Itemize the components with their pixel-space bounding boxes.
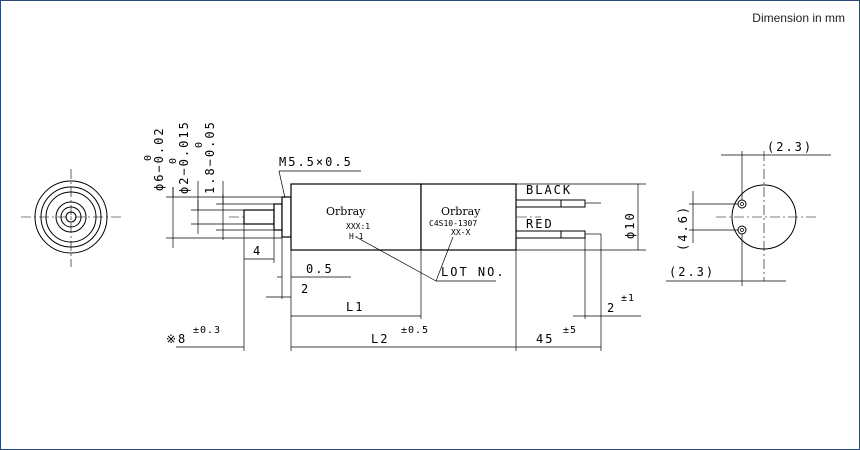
right-end-view: (2.3) (2.3) (4.6) (666, 140, 831, 286)
label-dia6-upper: 0 (143, 154, 154, 161)
thread-flange (281, 196, 292, 238)
label-d4: 4 (253, 244, 262, 258)
label-red: RED (526, 217, 554, 231)
label-d8: ※8 (166, 332, 187, 346)
thread-callout: M5.5×0.5 (278, 155, 361, 199)
label-lot: LOT NO. (441, 265, 506, 279)
lot-callout: LOT NO. (355, 236, 506, 282)
side-view: Orbray XXX:1 H-1 Orbray C4S10-1307 XX-X … (229, 183, 601, 251)
code-left-2: H-1 (349, 232, 364, 241)
label-d2r: 2 (607, 301, 616, 315)
red-lead-sleeve (560, 230, 586, 239)
label-dia2: ϕ2−0.015 (177, 120, 191, 194)
label-dia6: ϕ6−0.02 (152, 126, 166, 191)
label-thread: M5.5×0.5 (279, 155, 353, 169)
label-len18-upper: 0 (194, 141, 205, 148)
brand-left: Orbray (326, 205, 366, 218)
horizontal-dims: 4 0.5 2 L1 L2 ±0.5 ※8 ±0.3 45 ±5 (166, 224, 641, 351)
unit-note: Dimension in mm (752, 11, 845, 25)
label-len18: 1.8−0.05 (203, 120, 217, 194)
label-d46: (4.6) (676, 205, 690, 251)
code-right-1: C4S10-1307 (429, 219, 477, 228)
label-d05: 0.5 (306, 262, 334, 276)
label-l1: L1 (346, 300, 364, 314)
brand-right: Orbray (441, 205, 481, 218)
code-right-2: XX-X (451, 228, 470, 237)
dia10-dim: ϕ10 (516, 183, 646, 251)
left-end-view (21, 169, 121, 267)
label-d45-tol: ±5 (563, 325, 577, 336)
label-d2r-tol: ±1 (621, 293, 635, 304)
black-lead-sleeve (560, 199, 586, 208)
motor-body (420, 183, 517, 251)
label-d23-bottom: (2.3) (669, 265, 715, 279)
label-d45: 45 (536, 332, 554, 346)
vertical-dims: ϕ6−0.02 0 ϕ2−0.015 0 1.8−0.05 0 (143, 120, 282, 248)
label-d2: 2 (301, 282, 310, 296)
label-black: BLACK (526, 183, 572, 197)
label-d8-tol: ±0.3 (193, 325, 221, 336)
label-dia2-upper: 0 (168, 157, 179, 164)
label-dia10: ϕ10 (623, 211, 637, 239)
shaft (243, 209, 275, 225)
label-l2-tol: ±0.5 (401, 325, 429, 336)
label-d23-top: (2.3) (767, 140, 813, 154)
gearhead-body (290, 183, 422, 251)
code-left-1: XXX:1 (346, 222, 370, 231)
bearing-boss (273, 203, 283, 231)
label-l2: L2 (371, 332, 389, 346)
